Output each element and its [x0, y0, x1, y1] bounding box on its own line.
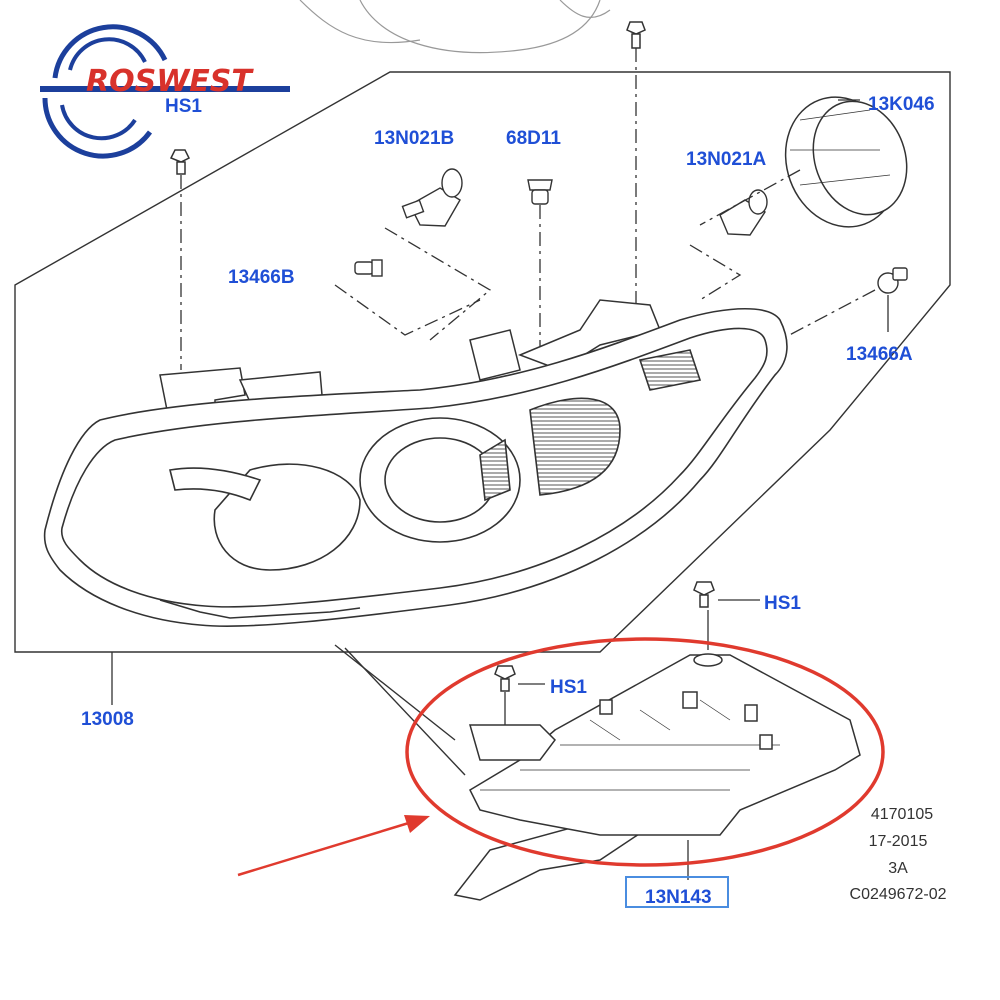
- cap-13k046: [784, 96, 908, 228]
- under-shield-13n143: [453, 653, 861, 901]
- highlight-arrow: [237, 815, 430, 877]
- label-hs1-mid: HS1: [550, 677, 587, 698]
- bulb-13n021a: [719, 189, 768, 236]
- logo-emblem: [42, 24, 168, 159]
- bulb-13n021b: [401, 168, 463, 227]
- diagram-reference: 4170105 17-2015 3A C0249672-02: [850, 806, 947, 903]
- label-13n143: 13N143: [645, 887, 712, 908]
- headlamp-assembly-13008: [43, 308, 788, 627]
- leader-13k046-dashed: [699, 169, 801, 226]
- screw-hs1-right: [693, 581, 715, 608]
- leader-housing-to-shield-a: [334, 644, 456, 741]
- ref-line-4: C0249672-02: [850, 886, 947, 903]
- leader-13466b: [334, 284, 481, 336]
- leader-13n021b: [384, 227, 492, 341]
- label-13466b: 13466B: [228, 267, 295, 288]
- logo-swoosh: [40, 86, 290, 92]
- label-hs1-top-left: HS1: [165, 96, 202, 117]
- roswest-logo: ROSWEST: [40, 24, 290, 159]
- label-13466a: 13466A: [846, 344, 913, 365]
- screw-top-center: [626, 21, 646, 49]
- label-hs1-right: HS1: [764, 593, 801, 614]
- ref-line-1: 4170105: [871, 806, 933, 823]
- car-outline-fragment: [299, 0, 611, 54]
- label-13008: 13008: [81, 709, 134, 730]
- label-13n021b: 13N021B: [374, 128, 454, 149]
- part-number-highlight-box: [625, 876, 729, 908]
- bulb-13466a: [877, 267, 908, 294]
- screw-hs1-top-left: [169, 149, 191, 175]
- screw-hs1-mid: [494, 665, 516, 692]
- bulb-13466b: [354, 259, 383, 277]
- ref-line-3: 3A: [888, 860, 908, 877]
- ref-line-2: 17-2015: [869, 833, 928, 850]
- logo-text: ROSWEST: [86, 64, 254, 99]
- label-68d11: 68D11: [506, 128, 561, 149]
- highlight-circle: [405, 637, 885, 867]
- label-13n021a: 13N021A: [686, 149, 767, 170]
- leader-13n021a: [689, 244, 742, 301]
- label-13k046: 13K046: [868, 94, 935, 115]
- leader-13466a-dashed: [779, 289, 876, 341]
- leader-housing-to-shield-b: [344, 647, 466, 776]
- grommet-68d11: [527, 179, 553, 205]
